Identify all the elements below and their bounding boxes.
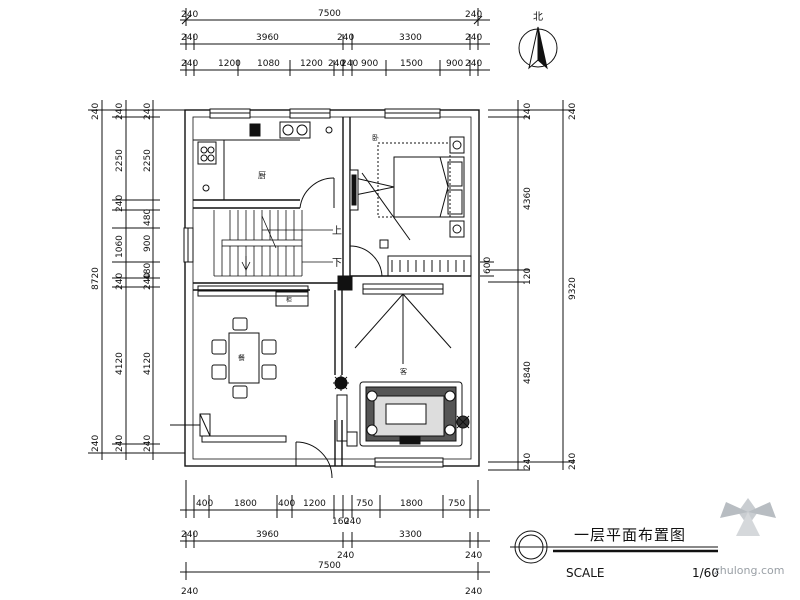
dim-b1-e: 160	[332, 517, 349, 527]
dim-b1-a: 400	[196, 499, 213, 509]
living-label: 客	[400, 367, 407, 376]
dim-ro-b: 240	[568, 453, 578, 470]
bottom-dimensions: 400 1800 400 1200 160 240 750 1800 750 2…	[180, 480, 490, 597]
dim-li-a: 240	[143, 103, 153, 120]
dim-lm-f: 4120	[115, 352, 125, 375]
dim-b2-c: 240	[337, 551, 354, 561]
dim-r1-d: 3300	[399, 33, 422, 43]
title-block: 一层平面布置图 SCALE 1/60	[510, 526, 719, 580]
dim-r1-b: 3960	[256, 33, 279, 43]
dim-li-b: 2250	[143, 149, 153, 172]
dim-b1-g: 750	[356, 499, 373, 509]
dim-b1-h: 1800	[400, 499, 423, 509]
staircase: 上 下	[213, 210, 342, 277]
windows	[183, 108, 444, 468]
dim-li-e: 480	[143, 263, 153, 280]
kitchen-label: 厨	[258, 171, 266, 180]
dim-ri-b: 4360	[523, 187, 533, 210]
dim-top-total-right: 240	[465, 10, 482, 20]
dim-bt-a: 240	[181, 587, 198, 597]
bedroom: 卧	[349, 134, 472, 277]
dim-r2-c: 1080	[257, 59, 280, 69]
dim-b1-c: 400	[278, 499, 295, 509]
kitchen: 厨	[193, 121, 335, 209]
dim-left-b: 240	[91, 435, 101, 452]
watermark-text: zhulong.com	[714, 564, 784, 577]
dim-b1-d: 1200	[303, 499, 326, 509]
north-arrow: 北	[518, 11, 558, 70]
stair-up-label: 上	[332, 225, 342, 237]
dim-li-c: 480	[143, 209, 153, 226]
north-label: 北	[533, 11, 543, 23]
dim-ro-total: 9320	[568, 277, 578, 300]
dim-lm-c: 240	[115, 195, 125, 212]
dim-right-small: 600	[483, 257, 493, 274]
dim-ri-d: 4840	[523, 361, 533, 384]
dim-bottom-total: 7500	[318, 561, 341, 571]
dim-b2-b: 3960	[256, 530, 279, 540]
dim-r2-b: 1200	[218, 59, 241, 69]
dim-lm-b: 2250	[115, 149, 125, 172]
dim-ri-a: 240	[523, 103, 533, 120]
dim-ri-c: 120	[523, 268, 533, 285]
dim-r2-i: 900	[446, 59, 463, 69]
dim-b2-e: 240	[465, 551, 482, 561]
dim-r1-a: 240	[181, 33, 198, 43]
cabinet-label: 柜	[286, 296, 292, 304]
dim-b1-f: 240	[344, 517, 361, 527]
dim-r2-g: 900	[361, 59, 378, 69]
dim-r2-d: 1200	[300, 59, 323, 69]
dim-li-d: 900	[143, 235, 153, 252]
dim-lm-d: 1060	[115, 235, 125, 258]
dim-left-a: 240	[91, 103, 101, 120]
dim-top-total: 7500	[318, 9, 341, 19]
dim-r2-h: 1500	[400, 59, 423, 69]
dim-top-total-left: 240	[181, 10, 198, 20]
dim-r2-e: 240	[328, 59, 345, 69]
dim-r2-a: 240	[181, 59, 198, 69]
dim-r1-c: 240	[337, 33, 354, 43]
dim-ro-a: 240	[568, 103, 578, 120]
right-dimensions: 240 4360 120 4840 240 240 9320 240 600	[480, 100, 578, 471]
scale-value: 1/60	[692, 566, 719, 580]
dim-ri-e: 240	[523, 453, 533, 470]
dim-lm-g: 240	[115, 435, 125, 452]
dim-left-total: 8720	[91, 267, 101, 290]
plan-title: 一层平面布置图	[574, 526, 686, 544]
dining-label: 餐	[238, 353, 245, 362]
stair-down-label: 下	[332, 258, 342, 269]
top-dimensions: 240 7500 240 240 3960 240 3300 240 240 1…	[180, 8, 490, 76]
dim-b2-d: 3300	[399, 530, 422, 540]
bedroom-label: 卧	[372, 134, 379, 142]
dim-li-g: 4120	[143, 352, 153, 375]
dim-b1-b: 1800	[234, 499, 257, 509]
dining-area: 餐 柜	[170, 285, 333, 479]
dim-b1-i: 750	[448, 499, 465, 509]
dim-r1-e: 240	[465, 33, 482, 43]
dim-r2-f: 240	[341, 59, 358, 69]
dim-lm-a: 240	[115, 103, 125, 120]
dim-li-h: 240	[143, 435, 153, 452]
dim-lm-e: 240	[115, 273, 125, 290]
watermark: zhulong.com	[714, 498, 784, 577]
dim-li-f: 240	[143, 273, 153, 290]
dim-r2-j: 240	[465, 59, 482, 69]
left-dimensions: 240 8720 240 240 2250 240 1060 240 4120 …	[88, 100, 185, 460]
living-room: 客	[333, 275, 470, 447]
walls	[184, 109, 480, 467]
dim-bt-b: 240	[465, 587, 482, 597]
scale-label: SCALE	[566, 566, 604, 580]
dim-b2-a: 240	[181, 530, 198, 540]
